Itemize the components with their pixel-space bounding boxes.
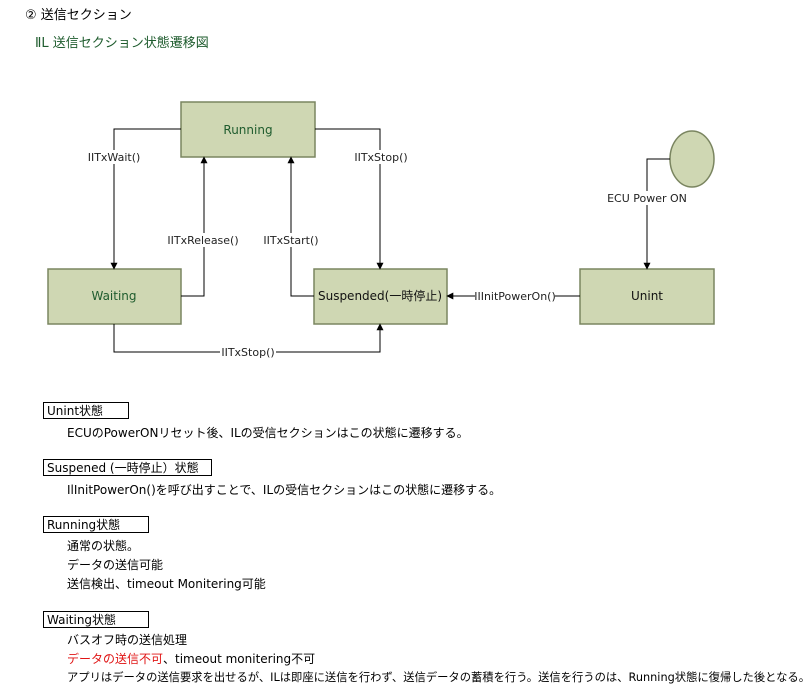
edge-start-label: IITxStart() bbox=[263, 234, 318, 247]
edge-stop-top-label: IITxStop() bbox=[354, 151, 407, 164]
state-waiting-label: Waiting bbox=[91, 289, 136, 303]
running-desc-line-1: 通常の状態。 bbox=[67, 539, 140, 553]
unint-desc-line: ECUのPowerONリセット後、ILの受信セクションはこの状態に遷移する。 bbox=[67, 426, 469, 440]
edge-stop-top bbox=[315, 128, 384, 270]
state-unint-label: Unint bbox=[631, 289, 663, 303]
state-transition-diagram: Running Waiting Suspended(一時停止) Unint II… bbox=[47, 101, 715, 359]
state-suspended-label: Suspended(一時停止) bbox=[318, 288, 442, 303]
state-suspended bbox=[313, 268, 448, 325]
waiting-desc-line-1: バスオフ時の送信処理 bbox=[67, 633, 188, 647]
edge-stop-bottom-label: IITxStop() bbox=[221, 346, 274, 359]
section-heading: ② 送信セクション bbox=[25, 8, 132, 23]
edge-release bbox=[181, 156, 208, 297]
edge-release-label: IITxRelease() bbox=[167, 234, 238, 247]
waiting-desc-line-2: データの送信不可、timeout monitering不可 bbox=[67, 650, 315, 667]
waiting-desc-line-2-rest: 、timeout monitering不可 bbox=[163, 652, 316, 666]
initial-state-circle bbox=[669, 130, 715, 188]
waiting-desc-line-3: アプリはデータの送信要求を出せるが、ILは即座に送信を行わず、送信データの蓄積を… bbox=[67, 671, 810, 684]
running-section-title: Running状態 bbox=[43, 516, 149, 533]
edge-power-on bbox=[643, 158, 670, 270]
suspended-desc-line: IlInitPowerOn()を呼び出すことで、ILの受信セクションはこの状態に… bbox=[67, 483, 502, 497]
edge-init-power-on-label: IIInitPowerOn() bbox=[474, 290, 556, 303]
edge-wait bbox=[110, 128, 181, 270]
edge-start bbox=[287, 156, 314, 297]
unint-section-title: Unint状態 bbox=[43, 402, 129, 419]
waiting-desc-warning: データの送信不可 bbox=[67, 652, 164, 666]
edge-wait-label: IITxWait() bbox=[88, 151, 141, 164]
running-desc-line-3: 送信検出、timeout Monitering可能 bbox=[67, 577, 266, 591]
waiting-section-title: Waiting状態 bbox=[43, 611, 149, 628]
suspended-section-title: Suspened (一時停止）状態 bbox=[43, 459, 212, 476]
diagram-title: ⅡL 送信セクション状態遷移図 bbox=[35, 36, 209, 51]
state-running-label: Running bbox=[223, 123, 272, 137]
running-desc-line-2: データの送信可能 bbox=[67, 558, 164, 572]
edge-power-on-label: ECU Power ON bbox=[607, 192, 687, 205]
state-running bbox=[180, 101, 316, 158]
